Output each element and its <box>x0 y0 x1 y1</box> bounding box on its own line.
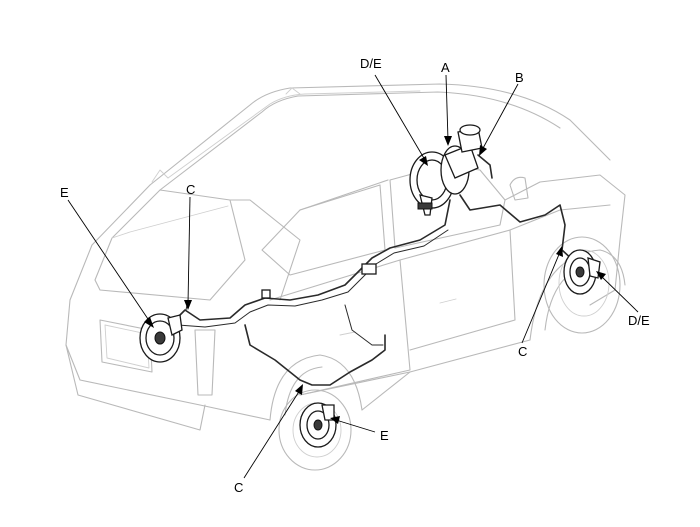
callout-rear-right-brake: E <box>380 428 389 443</box>
rear-right-brake-assembly <box>299 402 337 448</box>
car-body-outline <box>65 83 626 431</box>
front-right-brake-assembly <box>563 249 601 295</box>
callout-booster: A <box>441 60 450 75</box>
callout-front-right-hose: C <box>518 344 527 359</box>
callout-rear-left-hose: C <box>186 182 195 197</box>
leader-lines <box>67 74 639 479</box>
callout-master-cylinder-assembly: D/E <box>360 56 382 71</box>
rear-left-brake-assembly <box>139 313 183 363</box>
brake-lines <box>174 194 576 386</box>
callout-front-right-brake: D/E <box>628 313 650 328</box>
junction-block <box>261 263 377 299</box>
callout-master-cylinder: B <box>515 70 524 85</box>
callout-rear-right-hose: C <box>234 480 243 495</box>
booster-master-cylinder-assembly <box>409 124 493 216</box>
callout-rear-left-brake: E <box>60 185 69 200</box>
